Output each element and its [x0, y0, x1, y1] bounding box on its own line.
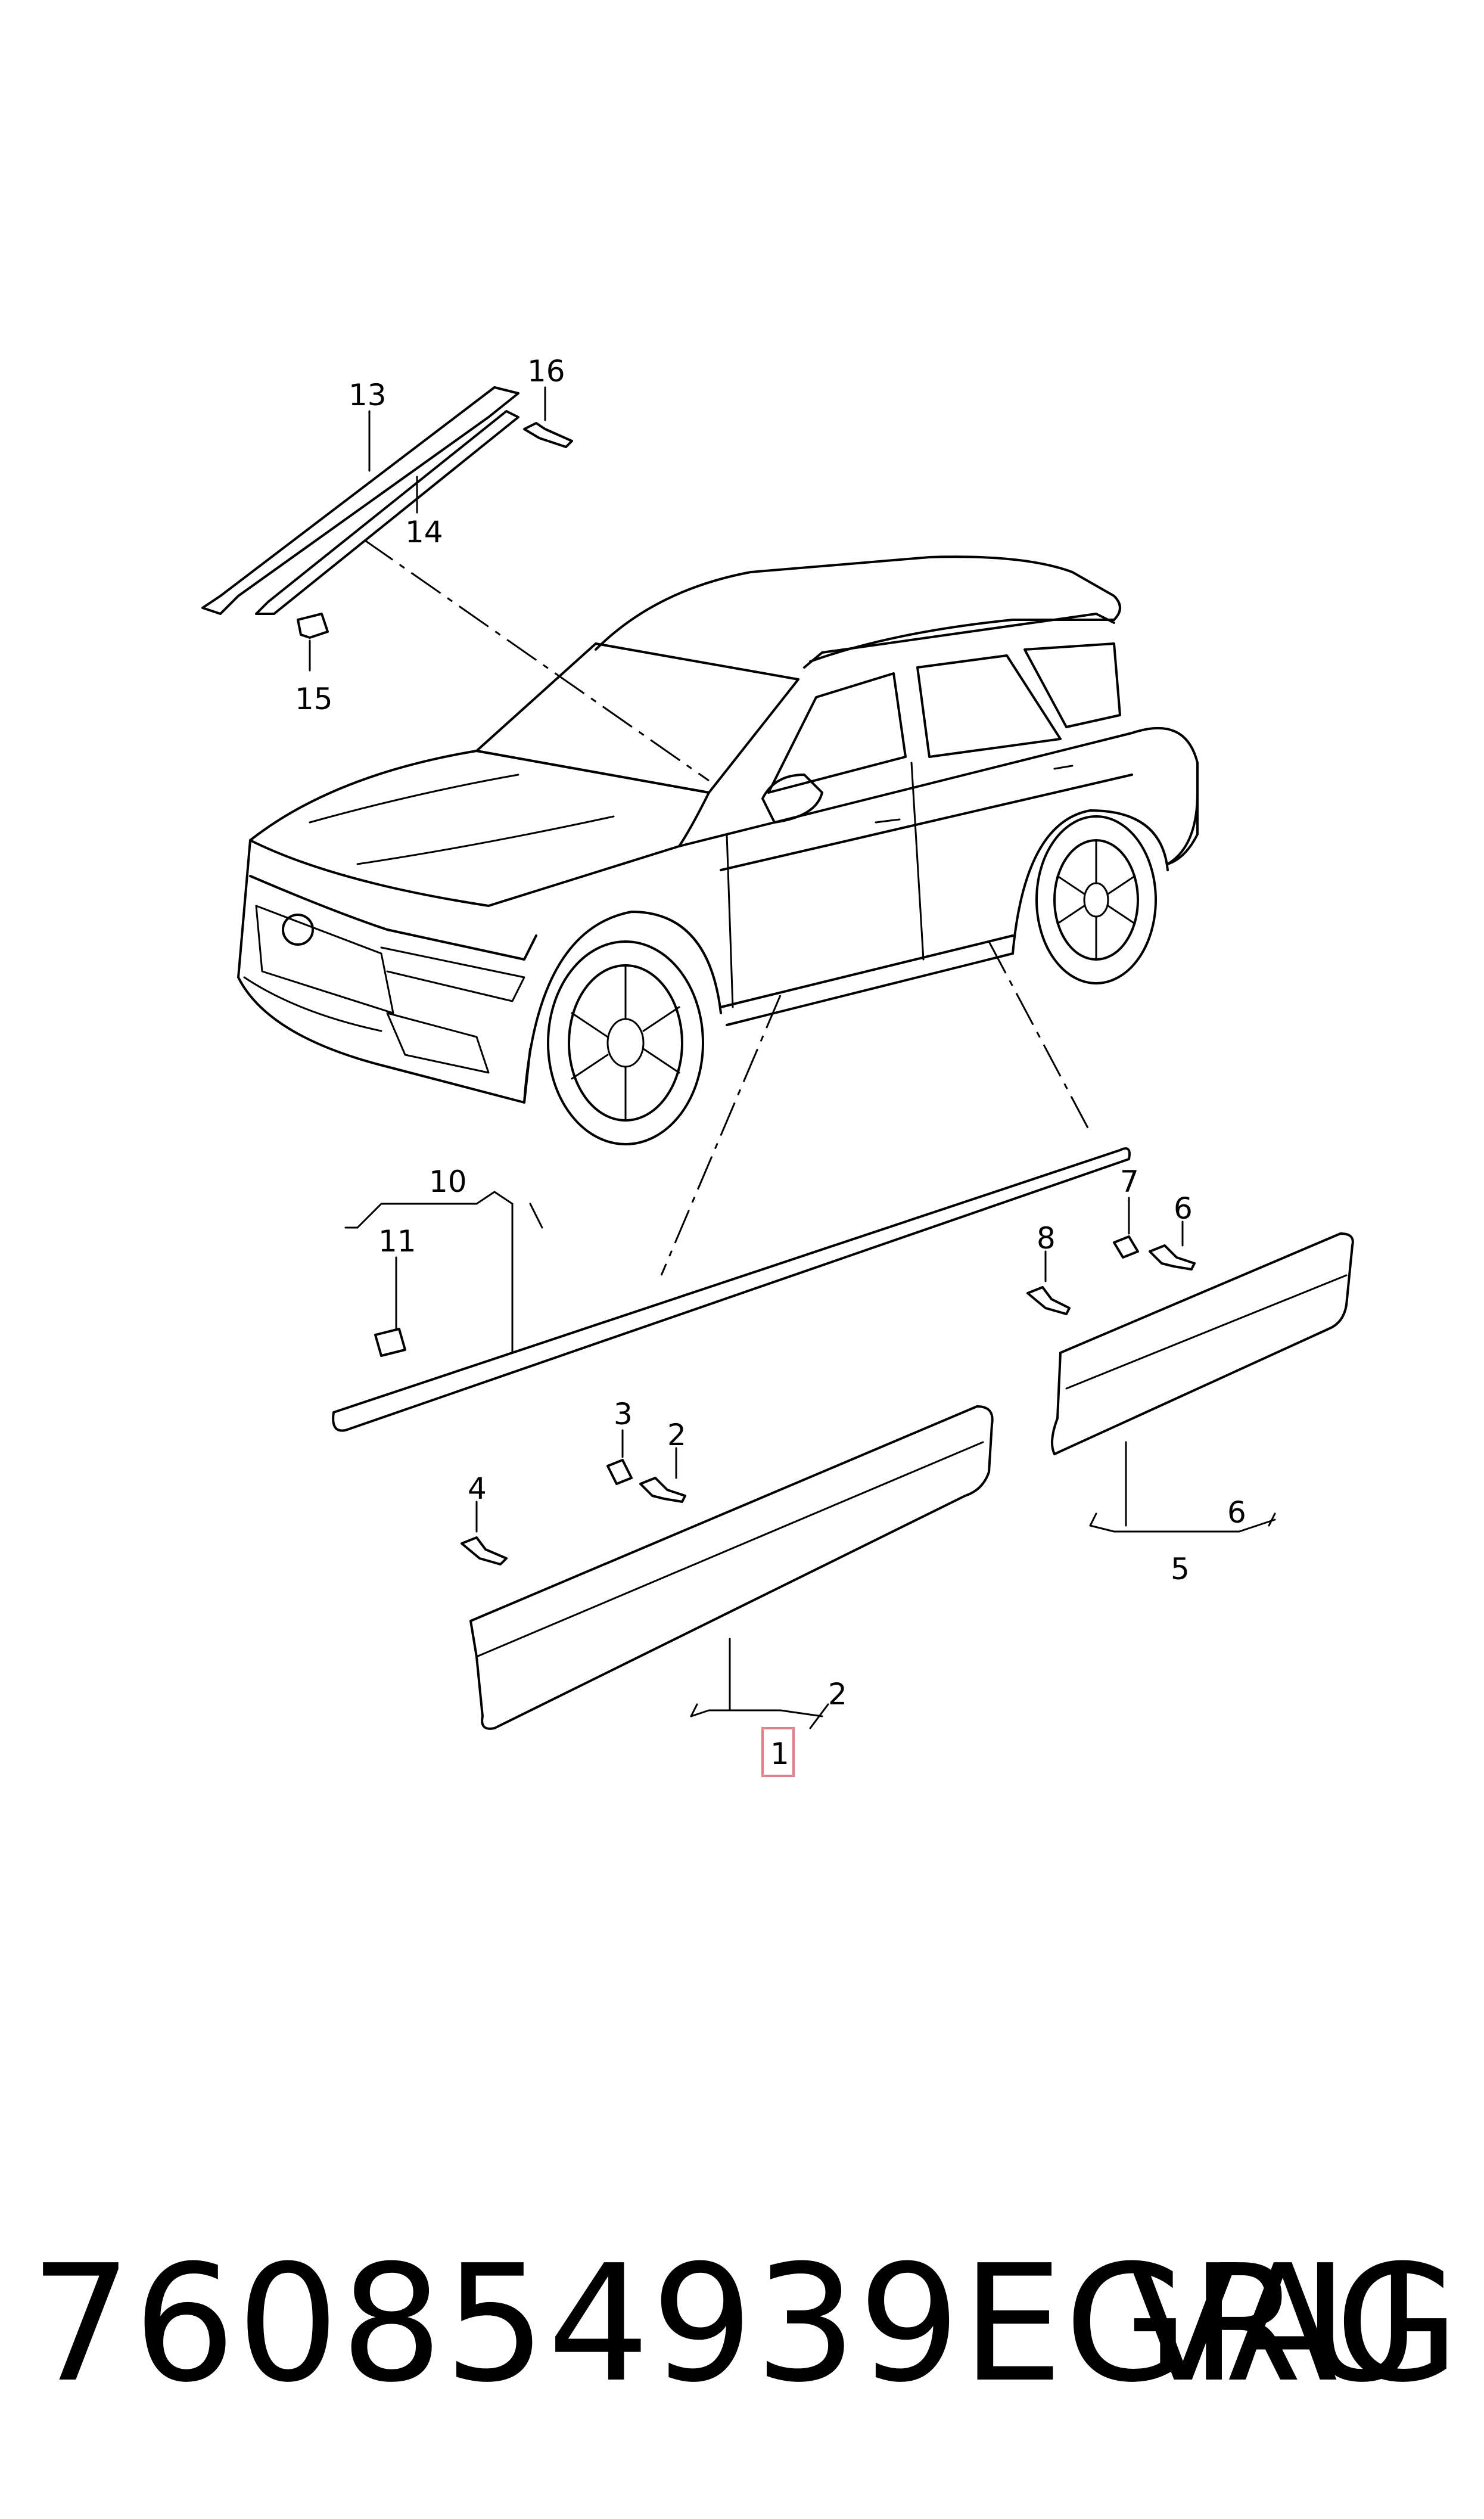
nut-3	[606, 1429, 633, 1485]
brand-label: VAG	[1128, 2230, 1460, 2418]
footer: 760854939EGRU VAG	[30, 2229, 1460, 2419]
callout-13: 13	[349, 378, 387, 412]
sill-strip	[332, 1147, 1131, 1432]
callout-15: 15	[295, 682, 333, 716]
callout-3: 3	[614, 1397, 633, 1431]
callout-10: 10	[429, 1164, 467, 1199]
clip-8	[1026, 1250, 1071, 1315]
callout-2-front: 2	[828, 1677, 847, 1712]
vehicle-illustration	[237, 555, 1199, 1145]
callout-2-screw: 2	[667, 1418, 686, 1452]
callout-14: 14	[405, 515, 443, 549]
screw-6	[1149, 1220, 1196, 1271]
callout-labels: 1 2 2 3 4 5 6 6 7 8 10 11 13 14 15 16	[295, 354, 1246, 1771]
callout-5: 5	[1171, 1552, 1190, 1586]
callout-8: 8	[1037, 1221, 1056, 1256]
callout-11: 11	[378, 1224, 416, 1259]
highlight-box	[761, 1727, 795, 1777]
rear-door-molding	[1051, 1232, 1354, 1455]
rivet-16	[523, 386, 573, 448]
nut-7	[1113, 1197, 1139, 1259]
clip-4	[461, 1501, 508, 1566]
callout-6-rear: 6	[1227, 1495, 1246, 1530]
roof-seal-strip	[255, 410, 519, 615]
clip-15	[297, 613, 329, 672]
front-door-molding-group	[461, 1405, 994, 1777]
part-number: 760854939EGRU	[30, 2230, 1423, 2418]
callout-16: 16	[527, 354, 565, 389]
rear-door-molding-group	[1026, 1197, 1354, 1533]
roof-trim-strip	[201, 386, 519, 615]
callout-4: 4	[468, 1471, 487, 1506]
leader-lines	[363, 538, 1091, 1276]
clip-11	[374, 1256, 406, 1357]
screw-2	[639, 1447, 686, 1503]
sill-strip-group	[332, 1147, 1131, 1432]
callout-6-screw: 6	[1174, 1191, 1193, 1226]
callout-1: 1	[770, 1737, 789, 1771]
roof-trim-group	[201, 386, 573, 672]
callout-7: 7	[1120, 1164, 1139, 1199]
front-door-molding	[469, 1405, 994, 1730]
